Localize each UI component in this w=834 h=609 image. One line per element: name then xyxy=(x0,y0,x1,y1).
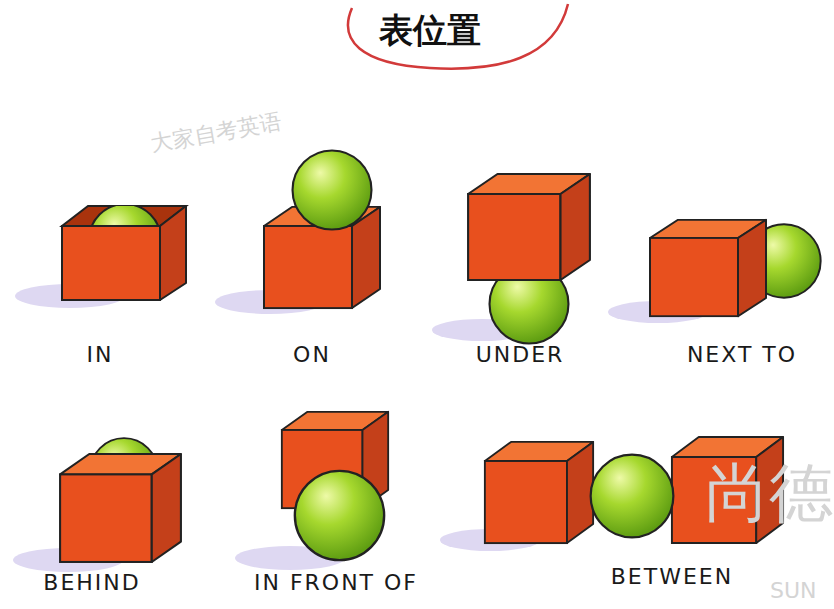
position-label: UNDER xyxy=(476,342,565,367)
next-to-figure xyxy=(650,220,821,316)
watermark: SUN xyxy=(770,578,817,603)
shadows xyxy=(13,284,708,572)
position-label: IN FRONT OF xyxy=(254,570,418,595)
watermark: 大家自考英语 xyxy=(148,107,283,159)
under-figure xyxy=(468,174,590,343)
position-label: NEXT TO xyxy=(687,342,797,367)
title: 表位置 xyxy=(379,8,481,54)
position-label: ON xyxy=(293,342,331,367)
watermark: 尚德 xyxy=(705,450,833,537)
position-label: BEHIND xyxy=(43,570,140,595)
position-label: BETWEEN xyxy=(611,564,733,589)
behind-figure xyxy=(60,438,181,562)
in-front-of-figure xyxy=(282,412,388,560)
position-label: IN xyxy=(87,342,114,367)
in-figure xyxy=(62,204,186,300)
on-figure xyxy=(264,151,380,309)
title-underline xyxy=(348,4,568,69)
